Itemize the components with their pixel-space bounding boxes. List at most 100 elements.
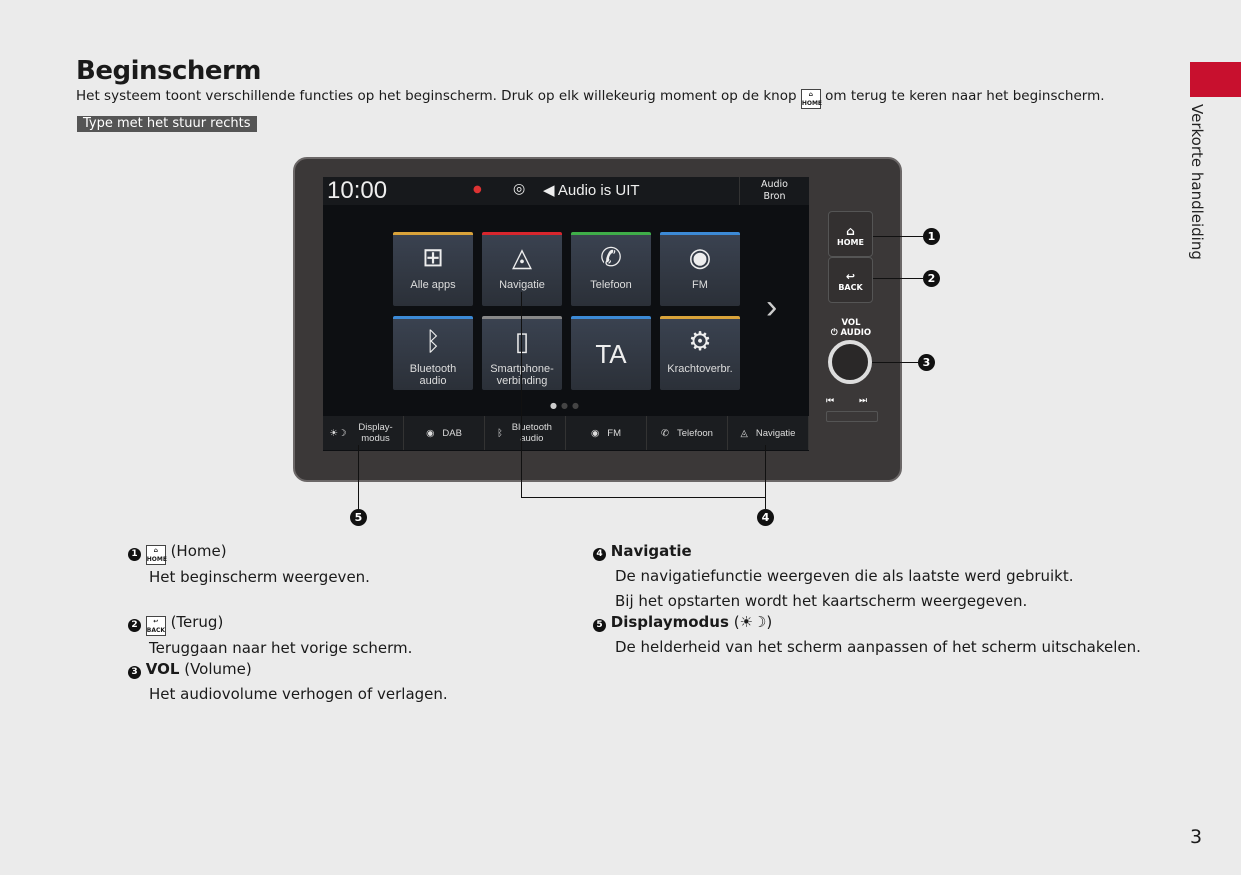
tile-label: Bluetooth audio [409,363,457,387]
radio-icon: ◉ [688,241,712,272]
shortcut-label: DAB [442,427,462,439]
shortcut-5[interactable]: ◬ Navigatie [728,416,809,450]
shortcut-bar: ☀☽Display-modus◉DAB ᛒ Bluetooth audio ◉ FM ✆T… [323,416,809,450]
shortcut-icon: ᛒ [497,427,503,439]
tile-7[interactable]: ⚙ Krachtoverbr. [660,316,740,390]
leader-line [765,445,766,509]
back-button[interactable]: ↩BACK [828,257,873,303]
shortcut-icon: ◉ [590,427,600,439]
tile-2[interactable]: ✆ Telefoon [571,232,651,306]
item-num: 1 [128,548,141,561]
item-vol: 3 VOL (Volume) Het audiovolume verhogen o… [128,657,448,707]
item-title: (Volume) [184,660,252,678]
shortcut-2[interactable]: ᛒ Bluetooth audio [485,416,566,450]
item-title: (Home) [170,542,227,560]
shortcut-icon: ◬ [740,427,748,439]
tile-3[interactable]: ◉ FM [660,232,740,306]
prev-track-icon[interactable]: ⏮ [826,396,835,406]
item-num: 2 [128,619,141,632]
leader-line [873,278,923,279]
item-title-bold: VOL [145,660,180,678]
shortcut-label: Bluetooth audio [511,422,552,444]
vol-text: VOL [841,318,861,328]
page-dots: ●●● [550,401,583,410]
leader-line [872,362,918,363]
tile-label: Telefoon [590,279,632,291]
item-display-mode: 5 Displaymodus (☀☽)De helderheid van het… [593,610,1141,660]
tile-0[interactable]: ⊞ Alle apps [393,232,473,306]
grid-icon: ⊞ [422,241,444,272]
intro-before: Het systeem toont verschillende functies… [76,88,797,104]
ta-label: TA [595,338,627,369]
audio-status: ◀ Audio is UIT [543,182,640,199]
tile-4[interactable]: ᛒ Bluetooth audio [393,316,473,390]
shortcut-label: Telefoon [677,427,713,439]
back-key-icon: ↩BACK [145,616,166,636]
variant-tag: Type met het stuur rechts [77,116,257,132]
home-key-icon: ⌂HOME [800,89,823,109]
tile-6[interactable]: TA [571,316,651,390]
item-title-bold: Displaymodus [610,613,729,631]
shortcut-label: Navigatie [755,427,796,439]
intro-after: om terug te keren naar het beginscherm. [825,88,1105,104]
tile-label: Smartphone-verbinding [490,363,554,387]
tile-label: FM [692,279,708,291]
intro-text: Het systeem toont verschillende functies… [76,88,1105,109]
item-title: (Terug) [170,613,224,631]
radio-icon: ◎ [513,181,526,197]
tile-label: Krachtoverbr. [667,363,733,375]
home-key-icon: ⌂HOME [145,545,167,565]
back-label: BACK [838,283,863,292]
shortcut-icon: ☀☽ [329,427,347,439]
seek-button[interactable] [826,411,878,422]
next-track-icon[interactable]: ⏭ [859,396,868,406]
item-desc: Het audiovolume verhogen of verlagen. [149,685,448,703]
item-desc: Teruggaan naar het vorige scherm. [149,639,413,657]
drivetrain-icon: ⚙ [688,325,712,356]
shortcut-label: FM [607,427,621,439]
phone-icon: ✆ [600,241,622,272]
tile-5[interactable]: ▯ Smartphone-verbinding [482,316,562,390]
audio-source-l1: Audio [760,179,788,190]
shortcut-0[interactable]: ☀☽Display-modus [323,416,404,450]
home-button[interactable]: ⌂HOME [828,211,873,257]
tile-1[interactable]: ◬Navigatie [482,232,562,306]
shortcut-1[interactable]: ◉DAB [404,416,485,450]
item-num: 5 [593,619,606,632]
leader-line [873,236,923,237]
item-desc: De navigatiefunctie weergeven die als la… [615,567,1074,585]
mic-off-icon: ● [473,184,482,195]
shortcut-4[interactable]: ✆Telefoon [647,416,728,450]
leader-line [358,445,359,509]
touchscreen [323,177,809,451]
audio-text: ⏻ AUDIO [830,328,872,338]
callout-4: 4 [757,509,774,526]
item-desc: Bij het opstarten wordt het kaartscherm … [615,592,1028,610]
item-navigation: 4 Navigatie De navigatiefunctie weergeven… [593,539,1074,614]
item-num: 4 [593,548,606,561]
callout-1: 1 [923,228,940,245]
back-icon: ↩ [845,270,856,283]
section-label: Verkorte handleiding [1188,104,1206,260]
item-desc: Het beginscherm weergeven. [149,568,370,586]
tile-label: Alle apps [410,279,456,291]
next-page-icon[interactable]: › [766,288,778,326]
item-desc: De helderheid van het scherm aanpassen o… [615,638,1141,656]
clock: 10:00 [327,177,388,204]
item-num: 3 [128,666,141,679]
bluetooth-icon: ᛒ [425,325,441,356]
page-number: 3 [1190,826,1203,848]
home-icon: ⌂ [846,224,855,238]
leader-line [521,292,522,497]
navigation-icon: ◬ [512,241,532,272]
item-back: 2 ↩BACK (Terug) Teruggaan naar het vorige… [128,610,412,661]
callout-5: 5 [350,509,367,526]
callout-3: 3 [918,354,935,371]
volume-knob[interactable] [828,340,872,384]
shortcut-3[interactable]: ◉ FM [566,416,647,450]
audio-status-text: Audio is UIT [557,182,640,199]
item-title-bold: Navigatie [610,542,692,560]
smartphone-icon: ▯ [514,325,530,356]
